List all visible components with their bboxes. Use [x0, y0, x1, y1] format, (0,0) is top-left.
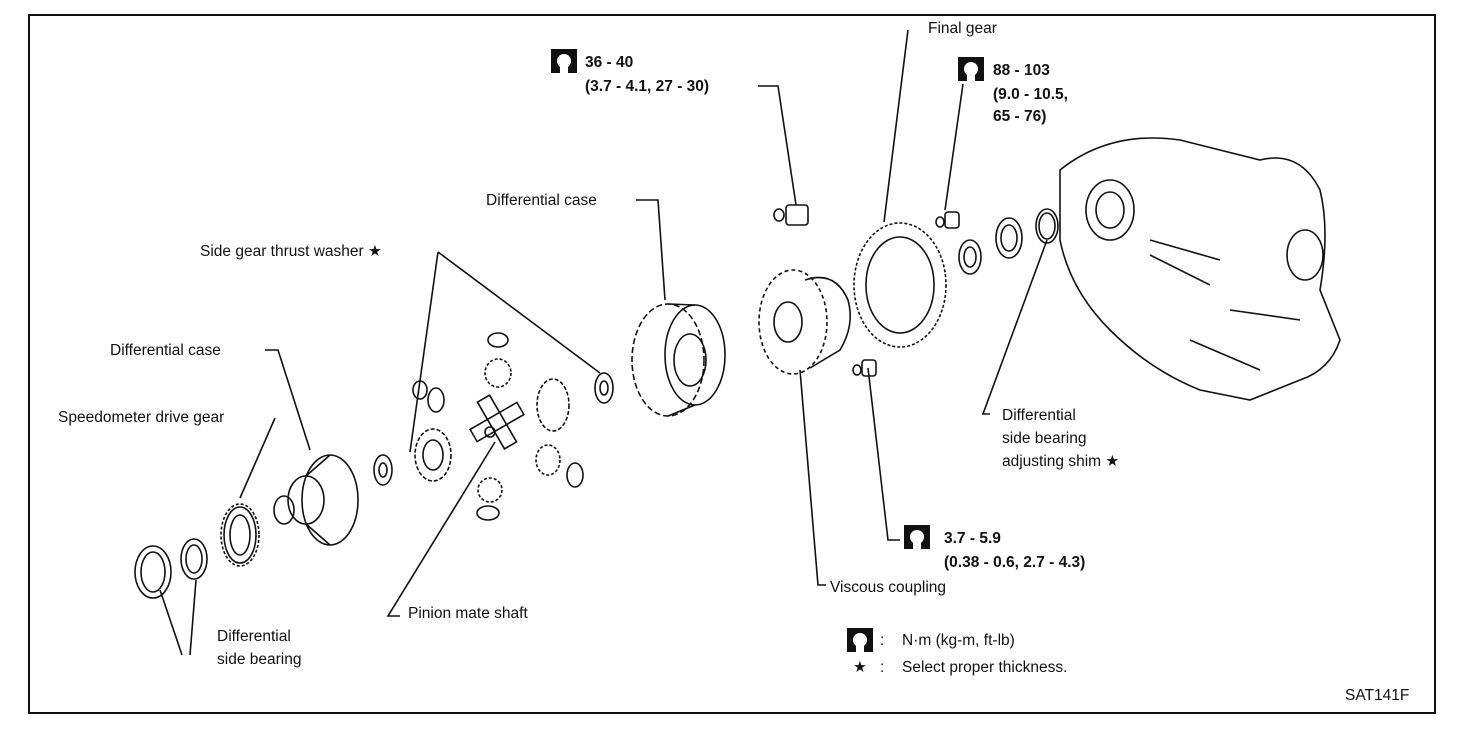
torque-2-value: 88 - 103 [993, 62, 1050, 79]
diff-case-upper-drawing [631, 303, 726, 417]
star-icon: ★ [1105, 453, 1120, 470]
label-viscous-coupling: Viscous coupling [830, 579, 947, 596]
side-bearing-left-drawing [134, 538, 208, 599]
label-shim-1: Differential [1002, 407, 1076, 424]
viscous-coupling-drawing [758, 269, 851, 375]
torque-1-value: 36 - 40 [585, 54, 634, 71]
legend-torque-sep: : [880, 632, 885, 649]
final-gear-drawing [853, 222, 947, 348]
torque-wrench-icon [847, 628, 873, 653]
legend-star-sep: : [880, 659, 885, 676]
torque-1-detail: (3.7 - 4.1, 27 - 30) [585, 78, 710, 95]
torque-2-detail-1: (9.0 - 10.5, [993, 86, 1068, 103]
figure-id: SAT141F [1345, 687, 1410, 704]
speedometer-gear-drawing [220, 503, 260, 567]
torque-3-value: 3.7 - 5.9 [944, 530, 1001, 547]
torque-wrench-icon [551, 49, 577, 74]
bolt-upper-drawing [773, 204, 809, 226]
torque-wrench-icon [958, 57, 984, 82]
transaxle-case-drawing [1059, 137, 1341, 401]
star-icon: ★ [853, 659, 867, 676]
diagram-frame [28, 14, 1436, 714]
diff-case-left-drawing [273, 454, 359, 546]
right-bearing-drawing [958, 208, 1059, 275]
label-final-gear: Final gear [928, 20, 997, 37]
leader-lines [159, 29, 1048, 656]
label-shim-2: side bearing [1002, 430, 1087, 447]
inner-gears-drawing [373, 332, 614, 521]
label-differential-case-upper: Differential case [486, 192, 597, 209]
label-shim-3: adjusting shim ★ [1002, 453, 1120, 470]
label-diff-side-bearing-2: side bearing [217, 651, 302, 668]
label-diff-side-bearing-1: Differential [217, 628, 291, 645]
torque-3-detail: (0.38 - 0.6, 2.7 - 4.3) [944, 554, 1086, 571]
torque-wrench-icon [904, 525, 930, 550]
label-differential-case-left: Differential case [110, 342, 221, 359]
bolt-lower-drawing [852, 359, 877, 377]
label-side-gear-thrust-washer: Side gear thrust washer ★ [200, 243, 382, 260]
legend-star-text: Select proper thickness. [902, 659, 1068, 676]
star-icon: ★ [368, 243, 382, 260]
bolt-right-drawing [935, 211, 960, 229]
torque-2-detail-2: 65 - 76) [993, 108, 1047, 125]
label-speedometer-drive-gear: Speedometer drive gear [58, 409, 225, 426]
legend-torque-units: N·m (kg-m, ft-lb) [902, 632, 1015, 649]
label-pinion-mate-shaft: Pinion mate shaft [408, 605, 528, 622]
